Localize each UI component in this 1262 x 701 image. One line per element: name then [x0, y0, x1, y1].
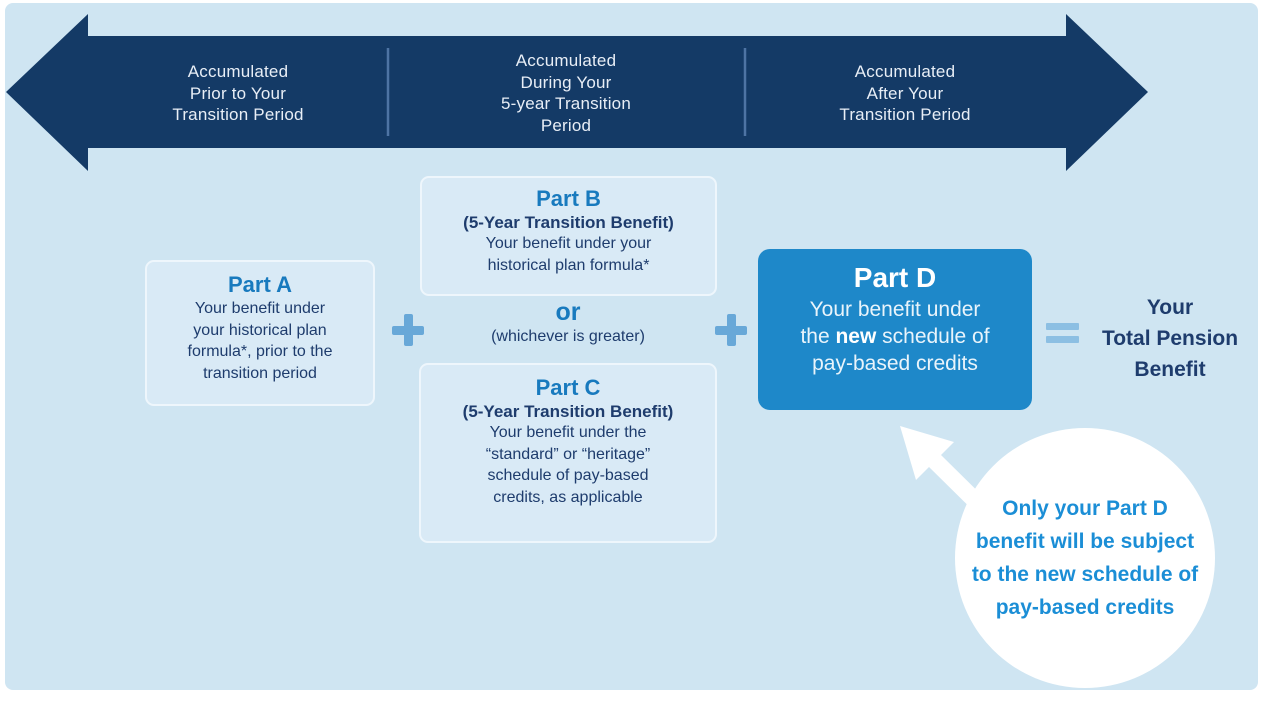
- part-a-title: Part A: [228, 272, 292, 297]
- plus-icon: [715, 314, 747, 346]
- equals-icon-bar: [1046, 336, 1079, 343]
- part-b-body: Your benefit under your historical plan …: [485, 235, 652, 274]
- part-d-new-emphasis: new: [835, 325, 877, 348]
- part-a-body: Your benefit under your historical plan …: [187, 300, 333, 382]
- part-d-title: Part D: [853, 262, 937, 293]
- part-c-box: Part C (5-Year Transition Benefit) Your …: [419, 363, 717, 543]
- plus-icon-bar: [404, 314, 413, 346]
- timeline-arrow-shape: [6, 14, 1148, 171]
- part-b-title: Part B: [536, 186, 601, 211]
- callout-bubble: Only your Part D benefit will be subject…: [955, 428, 1215, 688]
- part-d-box: Part D Your benefit under the new schedu…: [758, 249, 1032, 410]
- part-c-title: Part C: [535, 375, 601, 400]
- or-label: or: [555, 298, 581, 326]
- or-note: (whichever is greater): [491, 328, 645, 345]
- part-b-box: Part B (5-Year Transition Benefit) Your …: [420, 176, 717, 296]
- part-c-subtitle: (5-Year Transition Benefit): [462, 402, 674, 421]
- part-d-body-line2: the new schedule of: [800, 325, 990, 348]
- part-c-body: Your benefit under the “standard” or “he…: [485, 424, 651, 506]
- timeline-label-after: Accumulated After Your Transition Period: [839, 62, 971, 124]
- part-d-body-line3: pay-based credits: [812, 352, 978, 375]
- callout-text: Only your Part D benefit will be subject…: [971, 497, 1199, 619]
- timeline-double-arrow: [6, 14, 1148, 171]
- equals-icon-bar: [1046, 323, 1079, 330]
- part-d-body: Your benefit under the new schedule of p…: [758, 296, 1032, 377]
- plus-icon: [392, 314, 424, 346]
- part-a-box: Part A Your benefit under your historica…: [145, 260, 375, 406]
- plus-icon-bar: [727, 314, 736, 346]
- timeline-label-prior: Accumulated Prior to Your Transition Per…: [172, 62, 304, 124]
- or-separator: or (whichever is greater): [418, 299, 718, 346]
- timeline-label-during: Accumulated During Your 5-year Transitio…: [500, 51, 631, 135]
- total-pension-benefit-label: Your Total Pension Benefit: [1101, 296, 1239, 381]
- equals-icon: [1046, 323, 1079, 343]
- part-d-body-line1: Your benefit under: [809, 298, 981, 321]
- part-b-subtitle: (5-Year Transition Benefit): [463, 213, 674, 232]
